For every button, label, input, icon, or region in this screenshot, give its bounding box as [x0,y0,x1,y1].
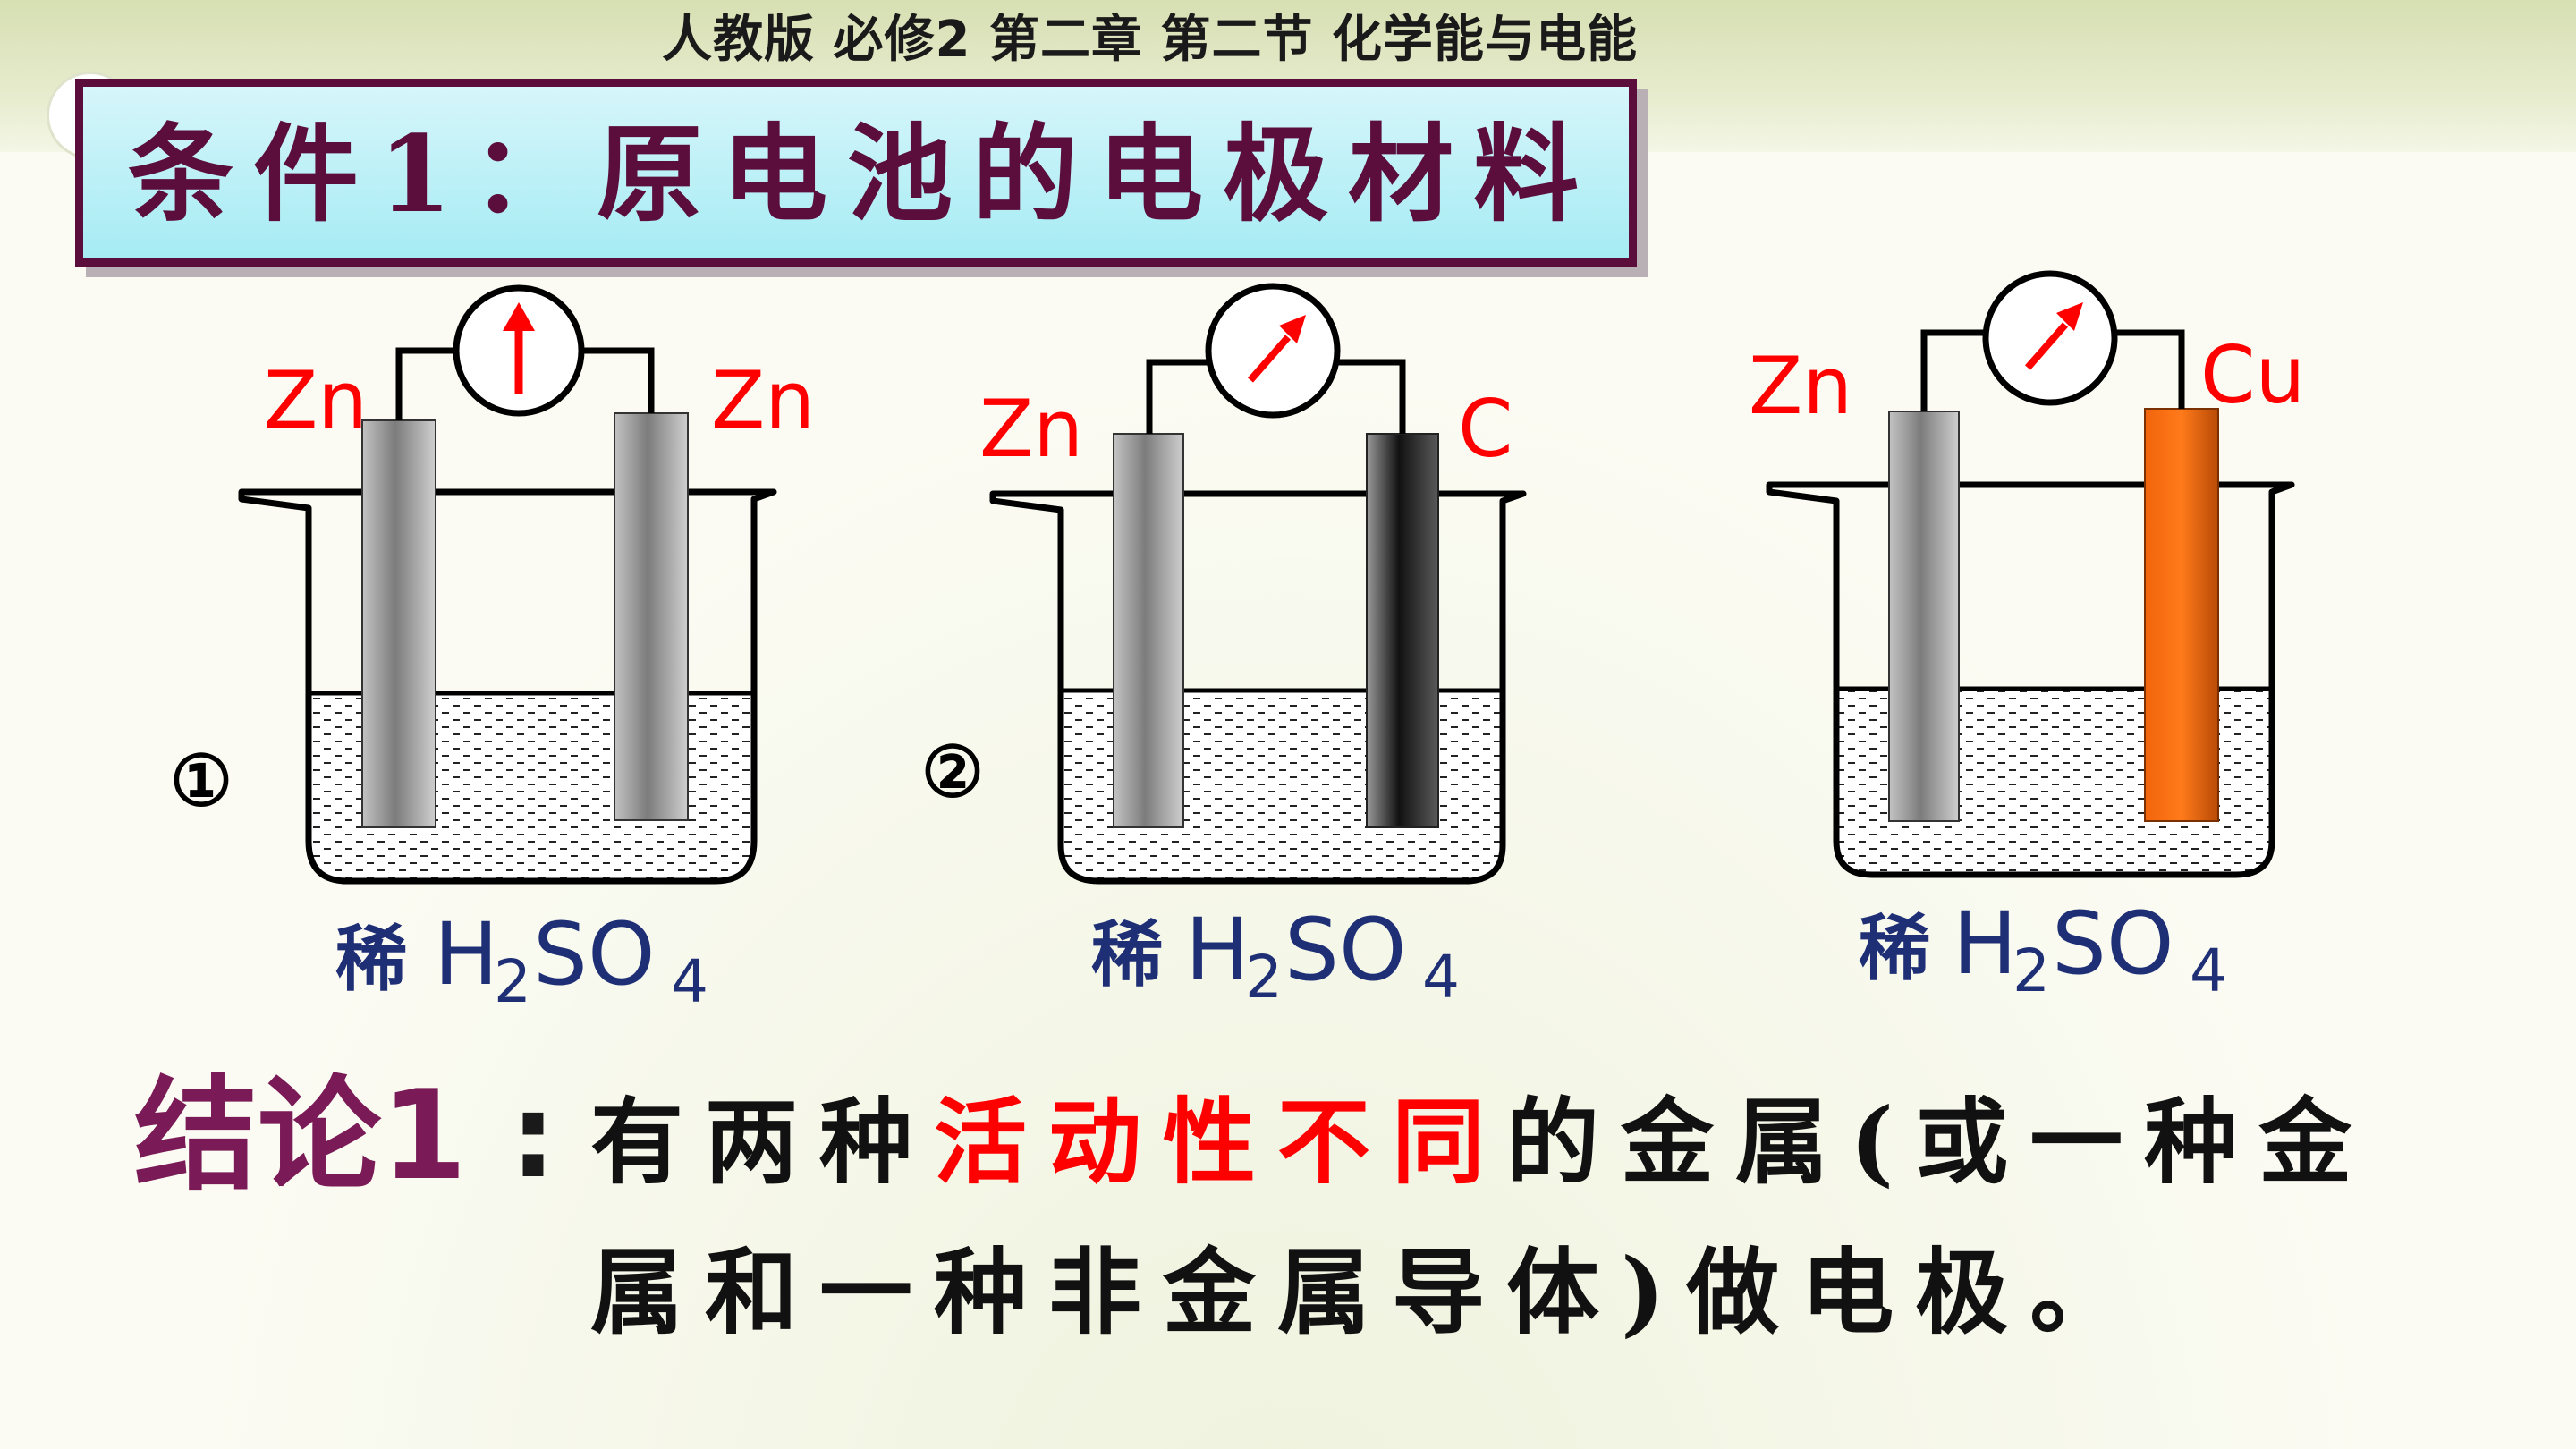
cell-1-wire [395,347,456,420]
cell-3-wire-right [2114,329,2185,409]
cell-2-electrolyte-h: H [1185,900,1250,1000]
conclusion-colon: : [510,1068,556,1204]
cell-3-needle [2024,322,2069,370]
cell-2-electrolyte-prefix: 稀 [1091,912,1163,996]
cell-2-electrolyte-so-sub: 4 [1422,943,1460,1012]
slide-title: 条件1：原电池的电极材料 [128,112,1599,236]
cell-3-right-electrode [2144,408,2219,822]
cell-2-right-electrode [1366,433,1439,828]
conclusion-line-2: 属和一种非金属导体)做电极。 [590,1237,2145,1347]
title-box: 条件1：原电池的电极材料 [75,79,1637,267]
cell-1-electrolyte-prefix: 稀 [335,917,407,1001]
cell-2-electrolyte-so: SO [1284,900,1407,1000]
cell-3-electrolyte-so-sub: 4 [2190,936,2227,1005]
cell-3-electrolyte-h: H [1953,894,2017,994]
conclusion-label: 结论1 [134,1063,468,1208]
cell-2-wire-right [1336,359,1406,434]
cell-3-electrolyte-so: SO [2052,894,2174,994]
cell-3-left-electrode [1888,411,1960,822]
cell-1-left-electrode [361,419,436,828]
beaker-1-outline [238,488,777,885]
cell-1-electrolyte-h-sub: 2 [494,947,531,1016]
cell-3-electrolyte-prefix: 稀 [1859,906,1930,990]
cell-1-right-electrode [614,412,689,821]
cell-2-needle [1247,335,1292,383]
conclusion-line-1: 有两种活动性不同的金属(或一种金 [590,1075,2373,1209]
course-header: 人教版 必修2 第二章 第二节 化学能与电能 [662,11,1638,69]
cell-1-left-label: Zn [264,354,368,446]
beaker-3-outline [1766,481,2295,878]
cell-1-needle-arrow-icon [503,302,535,331]
beaker-2-outline [989,490,1527,885]
conclusion-line-1-pre: 有两种 [590,1087,935,1197]
cell-1-right-label: Zn [711,354,815,446]
cell-2-left-electrode [1113,433,1184,828]
cell-3-left-label: Zn [1749,340,1852,432]
cell-2: Zn C ② 稀 H 2 SO 4 [921,283,1527,1012]
conclusion-block: 结论1 : 有两种活动性不同的金属(或一种金 属和一种非金属导体)做电极。 [134,1073,2478,1377]
cell-3-electrolyte-h-sub: 2 [2012,936,2050,1005]
cell-2-electrolyte-h-sub: 2 [1245,943,1283,1012]
cell-2-index: ② [921,732,984,813]
cell-2-needle-arrow-icon [1279,315,1306,343]
cell-2-left-label: Zn [979,383,1083,475]
cell-3: Zn Cu 稀 H 2 SO 4 [1749,270,2305,1005]
cell-1-wire-right [581,347,655,413]
cell-3-right-label: Cu [2200,329,2305,421]
cell-1-electrolyte-h: H [434,904,498,1004]
cell-3-needle-arrow-icon [2056,302,2083,331]
conclusion-line-1-post: 的金属(或一种金 [1506,1087,2374,1197]
cell-1-electrolyte-so-sub: 4 [671,947,708,1016]
cell-2-wire [1146,359,1209,434]
cell-1: Zn Zn ① 稀 H 2 SO 4 [170,284,815,1016]
cell-1-electrolyte-so: SO [533,904,656,1004]
cell-2-right-label: C [1458,383,1513,475]
cell-3-wire [1920,329,1986,411]
conclusion-highlight: 活动性不同 [934,1087,1507,1197]
cell-1-index: ① [170,741,233,822]
